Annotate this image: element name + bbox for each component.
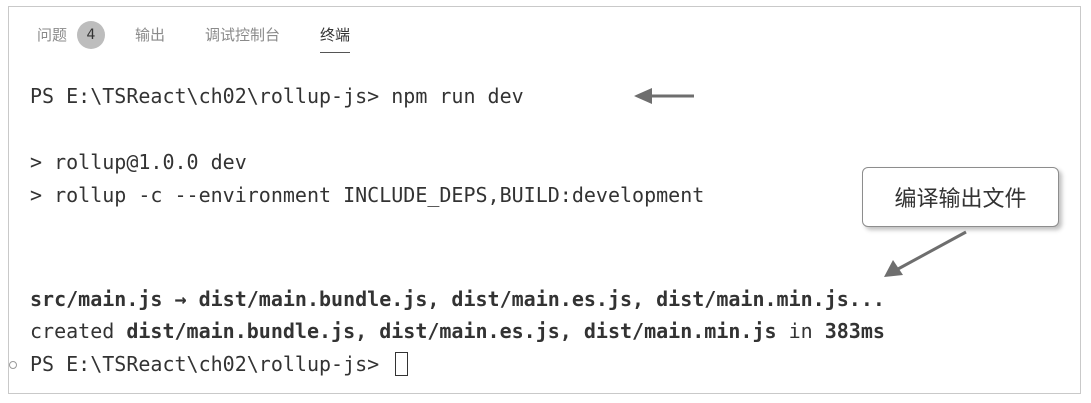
tab-terminal-label: 终端 xyxy=(320,26,351,44)
tab-debug-console[interactable]: 调试控制台 xyxy=(205,23,280,47)
created-prefix: created xyxy=(30,319,127,343)
arrow-to-output-head xyxy=(884,260,903,277)
tab-problems[interactable]: 问题 4 xyxy=(37,21,106,49)
created-time: 383ms xyxy=(824,319,885,343)
terminal-line-command: PS E:\TSReact\ch02\rollup-js> npm run de… xyxy=(30,84,524,108)
terminal-line-bundle-progress: src/main.js → dist/main.bundle.js, dist/… xyxy=(30,287,885,311)
tab-debug-console-label: 调试控制台 xyxy=(205,26,281,44)
arrow-to-command-icon xyxy=(634,88,694,104)
annotation-callout: 编译输出文件 xyxy=(862,167,1059,227)
created-in: in xyxy=(776,319,825,343)
problems-count-badge: 4 xyxy=(77,21,106,49)
terminal-line-prompt: PS E:\TSReact\ch02\rollup-js> xyxy=(30,351,409,377)
tab-terminal[interactable]: 终端 xyxy=(320,23,351,53)
panel-tab-bar: 问题 4 输出 调试控制台 终端 xyxy=(9,7,390,63)
terminal-line-script-cmd: > rollup -c --environment INCLUDE_DEPS,B… xyxy=(30,183,705,207)
terminal-cursor xyxy=(395,352,409,376)
annotation-callout-text: 编译输出文件 xyxy=(894,187,1027,212)
arrow-to-output-icon xyxy=(884,230,967,277)
terminal-line-created: created dist/main.bundle.js, dist/main.e… xyxy=(30,318,885,344)
arrow-to-output-shaft xyxy=(897,230,967,271)
terminal-line-script-name: > rollup@1.0.0 dev xyxy=(30,150,247,174)
prompt-text: PS E:\TSReact\ch02\rollup-js> xyxy=(30,352,392,376)
tab-output[interactable]: 输出 xyxy=(135,23,165,47)
created-files: dist/main.bundle.js, dist/main.es.js, di… xyxy=(126,319,777,343)
command-status-dot-icon xyxy=(9,361,17,369)
tab-problems-label: 问题 xyxy=(37,26,68,44)
tab-output-label: 输出 xyxy=(135,26,166,44)
arrow-to-command-head xyxy=(634,88,652,104)
terminal-output[interactable]: PS E:\TSReact\ch02\rollup-js> npm run de… xyxy=(30,0,885,376)
